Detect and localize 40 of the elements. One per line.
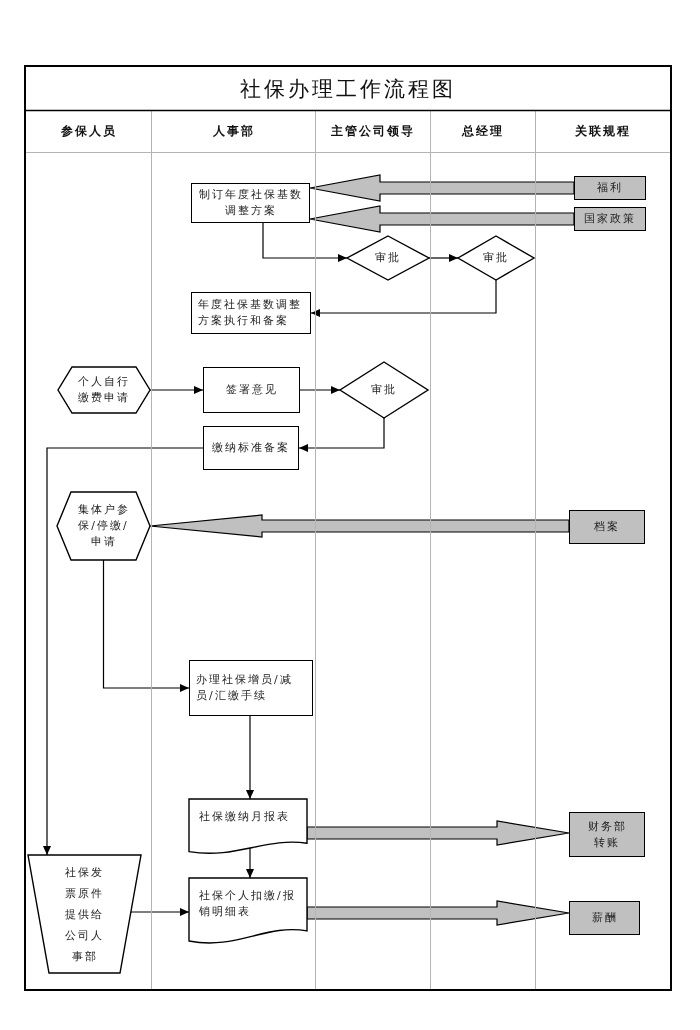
- process-box: 签署意见: [203, 367, 300, 413]
- hexagon-shape: 个人自行缴费申请: [58, 367, 150, 413]
- decision-diamond: 审批: [458, 236, 534, 280]
- arrow: [43, 447, 204, 856]
- decision-diamond: 审批: [347, 236, 429, 280]
- swimlane: [26, 111, 152, 989]
- lane-header: 关联规程: [574, 123, 632, 140]
- process-box: 年度社保基数调整方案执行和备案: [191, 292, 311, 334]
- block-arrow: [309, 174, 575, 202]
- process-box: 办理社保增员/减员/汇缴手续: [189, 660, 313, 716]
- arrow: [299, 386, 341, 394]
- arrow: [246, 715, 254, 800]
- shaded-box: 财务部转账: [569, 812, 645, 857]
- shaded-box: 档案: [569, 510, 645, 544]
- arrow: [149, 386, 204, 394]
- arrow: [310, 279, 497, 317]
- lane-header: 总经理: [460, 123, 505, 140]
- lane-header: 人事部: [211, 123, 256, 140]
- arrow: [246, 847, 254, 879]
- process-box: 制订年度社保基数调整方案: [191, 183, 310, 223]
- diagram-title: 社保办理工作流程图: [239, 75, 457, 103]
- arrow: [298, 417, 385, 452]
- lane-header: 参保人员: [59, 123, 118, 140]
- shaded-box: 国家政策: [574, 207, 646, 231]
- arrow: [102, 559, 190, 692]
- shaded-box: 福利: [574, 176, 646, 200]
- shaded-box: 薪酬: [569, 901, 640, 935]
- block-arrow: [309, 205, 575, 233]
- arrow: [262, 222, 348, 262]
- block-arrow: [306, 820, 570, 846]
- document-shape: 社保个人扣缴/报销明细表: [189, 878, 307, 945]
- lane-header: 主管公司领导: [330, 123, 416, 140]
- trapezoid-shape: 社保发票原件提供给公司人事部: [28, 855, 141, 973]
- decision-diamond: 审批: [340, 362, 428, 418]
- block-arrow: [306, 900, 570, 926]
- document-shape: 社保缴纳月报表: [189, 799, 307, 855]
- arrow: [428, 254, 459, 262]
- process-box: 缴纳标准备案: [203, 426, 299, 470]
- block-arrow: [149, 514, 570, 538]
- hexagon-shape: 集体户参保/停缴/申请: [57, 492, 150, 560]
